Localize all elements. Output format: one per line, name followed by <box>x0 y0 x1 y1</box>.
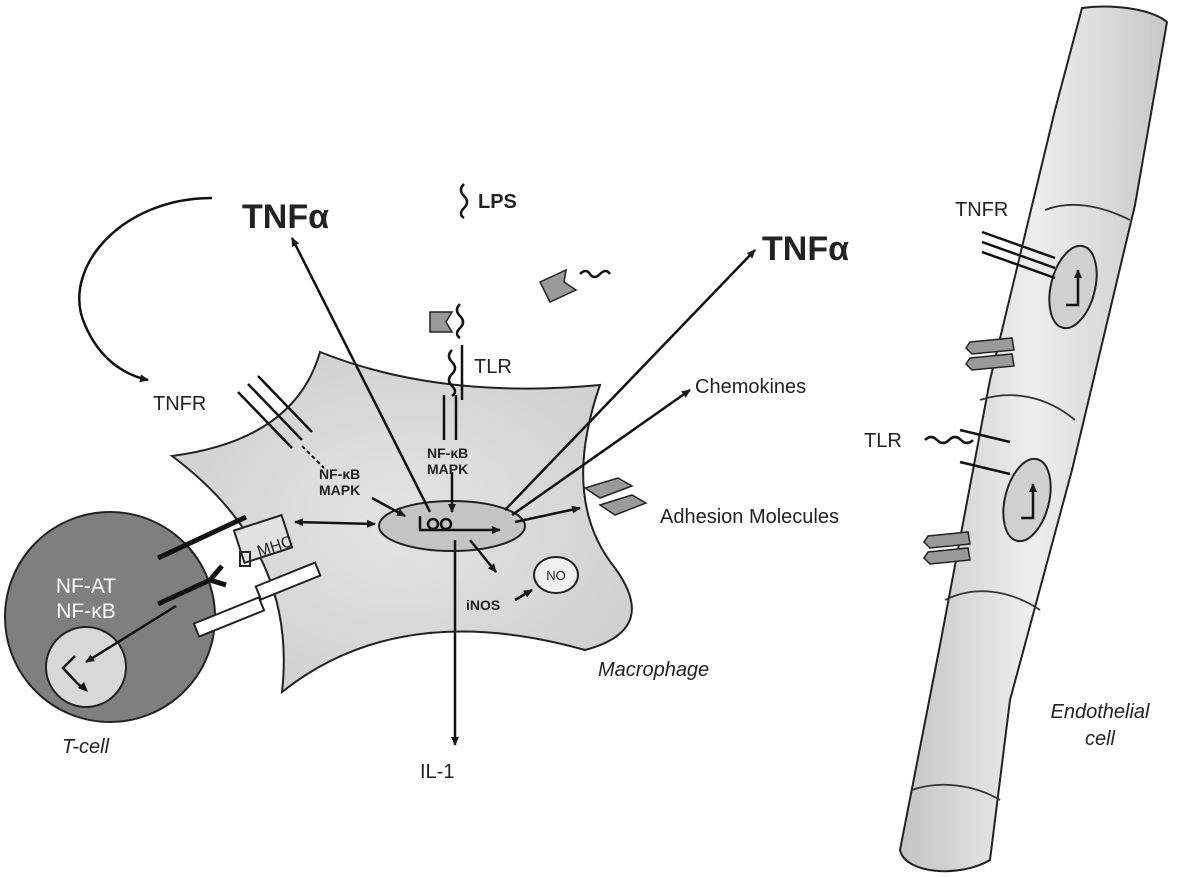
macrophage-name-label: Macrophage <box>598 659 709 681</box>
endothelial-adhesion-molecule-top <box>966 338 1014 370</box>
endothelial-name-label-1: Endothelial <box>1051 701 1151 723</box>
macrophage-tlr-label: TLR <box>474 356 512 378</box>
endothelial-tnfr-label: TNFR <box>955 199 1008 221</box>
endothelial-cell <box>900 7 1167 872</box>
tlr-ligand-bound-icon <box>430 304 463 338</box>
lps-label: LPS <box>478 191 517 213</box>
chemokines-label: Chemokines <box>695 376 806 398</box>
t-cell-name-label: T-cell <box>62 736 110 758</box>
t-cell-nucleus <box>46 627 126 707</box>
t-cell-nfkb-label: NF-κB <box>56 600 116 623</box>
il1-label: IL-1 <box>420 761 454 783</box>
tnf-alpha-right-label: TNFα <box>762 230 849 268</box>
t-cell: NF-AT NF-κB <box>5 512 264 722</box>
nfkb-center-label: NF-κB <box>427 445 468 461</box>
endothelial-name-label-2: cell <box>1085 728 1116 750</box>
tnf-alpha-left-label: TNFα <box>242 198 329 236</box>
endothelial-tlr-label: TLR <box>864 430 902 452</box>
mapk-left-label: MAPK <box>319 482 360 498</box>
endothelial-adhesion-molecule-bottom <box>924 532 970 564</box>
macrophage-adhesion-molecule <box>585 478 646 515</box>
lps-molecule-icon <box>461 184 467 218</box>
inos-label: iNOS <box>466 597 500 613</box>
tlr-ligand-free-icon <box>540 270 610 302</box>
mapk-center-label: MAPK <box>427 461 468 477</box>
nfkb-left-label: NF-κB <box>319 466 360 482</box>
macrophage-tnfr-label: TNFR <box>153 393 206 415</box>
no-label: NO <box>546 568 566 583</box>
t-cell-nfat-label: NF-AT <box>56 575 116 598</box>
adhesion-molecules-label: Adhesion Molecules <box>660 506 839 528</box>
autocrine-loop-arrow <box>79 198 212 380</box>
